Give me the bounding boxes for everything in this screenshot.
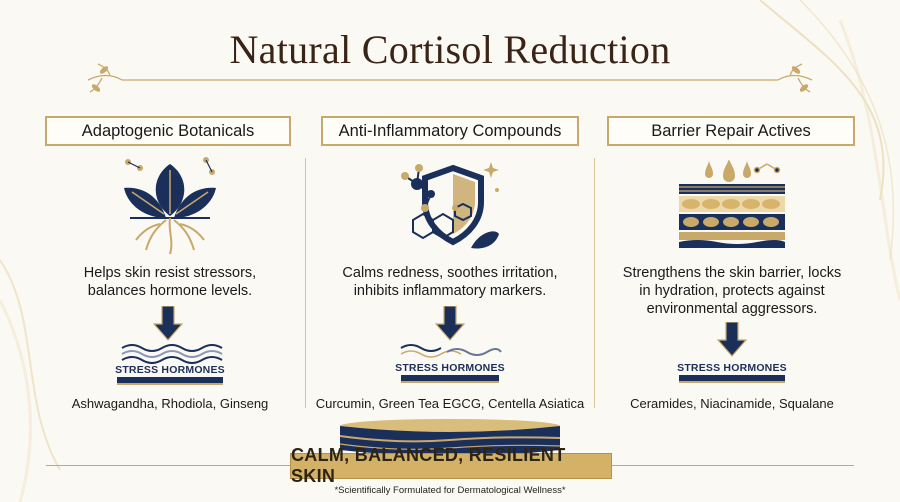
- arrow-down-icon: [435, 306, 465, 341]
- description-line: balances hormone levels.: [87, 283, 253, 299]
- description-line: Helps skin resist stressors,: [83, 265, 257, 281]
- column-heading: Adaptogenic Botanicals: [45, 116, 291, 146]
- botanical-leaves-roots-icon: [124, 157, 216, 255]
- column-divider: [305, 158, 306, 408]
- description-line: Calms redness, soothes irritation,: [342, 265, 558, 281]
- column-anti-inflammatory: Anti-Inflammatory Compounds Calms rednes…: [305, 116, 595, 416]
- arrow-down-icon: [153, 306, 183, 341]
- molecule-shield-icon: [401, 162, 499, 249]
- column-description: Calms redness, soothes irritation, inhib…: [305, 264, 595, 300]
- stress-bar: [679, 375, 785, 383]
- stress-hormones-label: STRESS HORMONES: [677, 362, 787, 374]
- arrow-down-icon: [717, 322, 747, 357]
- title-divider-laurel: [87, 63, 813, 93]
- column-description: Strengthens the skin barrier, locks in h…: [587, 264, 877, 318]
- pedestal-graphic: [339, 419, 561, 456]
- column-barrier-repair: Barrier Repair Actives Strengthens the s…: [587, 116, 877, 416]
- ingredients-list: Ceramides, Niacinamide, Squalane: [630, 396, 834, 411]
- skin-layers-droplets-icon: [679, 160, 785, 248]
- column-heading: Anti-Inflammatory Compounds: [321, 116, 579, 146]
- stress-bar: [401, 375, 499, 383]
- description-line: environmental aggressors.: [646, 301, 818, 317]
- stress-hormones-label: STRESS HORMONES: [115, 364, 225, 376]
- description-line: Strengthens the skin barrier, locks: [622, 265, 842, 281]
- description-line: in hydration, protects against: [639, 283, 825, 299]
- column-divider: [594, 158, 595, 408]
- column-heading: Barrier Repair Actives: [607, 116, 855, 146]
- ingredients-list: Curcumin, Green Tea EGCG, Centella Asiat…: [315, 396, 585, 411]
- stress-waves-icon: [400, 344, 502, 358]
- stress-bar: [117, 377, 223, 385]
- column-description: Helps skin resist stressors, balances ho…: [25, 264, 315, 300]
- footnote: *Scientifically Formulated for Dermatolo…: [334, 485, 566, 496]
- column-adaptogenic: Adaptogenic Botanicals Helps skin resist…: [25, 116, 315, 416]
- ingredients-list: Ashwagandha, Rhodiola, Ginseng: [71, 396, 269, 411]
- result-banner: CALM, BALANCED, RESILIENT SKIN: [290, 445, 612, 486]
- description-line: inhibits inflammatory markers.: [353, 283, 547, 299]
- stress-waves-icon: [121, 344, 223, 364]
- page-title: Natural Cortisol Reduction: [229, 27, 671, 72]
- stress-hormones-label: STRESS HORMONES: [395, 362, 505, 374]
